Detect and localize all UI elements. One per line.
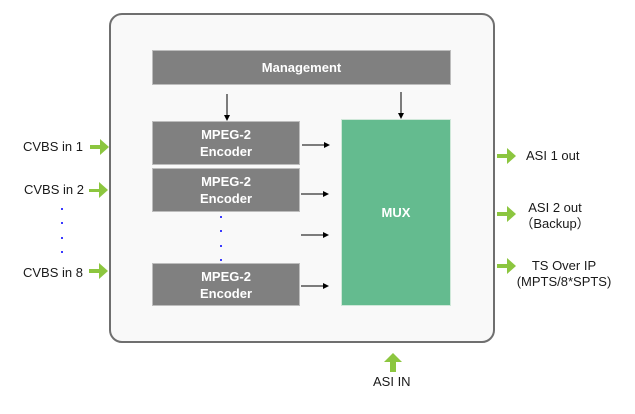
output-label-asi-1: ASI 1 out <box>526 148 579 164</box>
bottom-input-label-asi-in: ASI IN <box>373 374 411 389</box>
output-label-line2: （Backup） <box>520 216 590 231</box>
output-label-line2: (MPTS/8*SPTS) <box>516 274 612 289</box>
encoder-block-1: MPEG-2 Encoder <box>153 122 299 164</box>
ellipsis-dot <box>220 216 222 218</box>
management-label: Management <box>261 60 342 75</box>
output-label-line1: ASI 1 out <box>526 148 580 163</box>
output-label-line1: TS Over IP <box>531 258 597 273</box>
ellipsis-dot <box>61 222 63 224</box>
green-arrow-output-ts-ip <box>497 258 516 274</box>
encoder-block-8: MPEG-2 Encoder <box>153 264 299 305</box>
output-label-asi-2: ASI 2 out （Backup） <box>510 200 600 232</box>
green-arrow-output-asi-1 <box>497 148 516 164</box>
ellipsis-dot <box>61 237 63 239</box>
encoder-block-2: MPEG-2 Encoder <box>153 169 299 211</box>
green-arrow-output-asi-2 <box>497 206 516 222</box>
input-label-cvbs-8: CVBS in 8 <box>23 265 83 280</box>
output-label-ts-over-ip: TS Over IP (MPTS/8*SPTS) <box>508 258 620 290</box>
green-arrow-input-8 <box>89 263 108 279</box>
management-block: Management <box>153 51 450 84</box>
green-arrow-input-1 <box>90 139 109 155</box>
encoder-label-line2: Encoder <box>199 285 252 301</box>
green-arrow-asi-in <box>384 353 402 372</box>
green-arrow-input-2 <box>89 182 108 198</box>
encoder-label-line2: Encoder <box>199 144 252 159</box>
input-label-cvbs-1: CVBS in 1 <box>23 139 83 154</box>
encoder-label-line1: MPEG-2 <box>201 127 251 142</box>
encoder-label-line1: MPEG-2 <box>201 174 251 189</box>
output-label-line1: ASI 2 out <box>528 200 582 215</box>
mux-block: MUX <box>342 120 450 305</box>
ellipsis-dot <box>220 259 222 261</box>
mux-label: MUX <box>381 205 411 220</box>
encoder-label-line1: MPEG-2 <box>201 268 251 284</box>
ellipsis-dot <box>61 251 63 253</box>
encoder-label-line2: Encoder <box>199 191 252 206</box>
ellipsis-dot <box>61 208 63 210</box>
input-label-cvbs-2: CVBS in 2 <box>24 182 84 197</box>
ellipsis-dot <box>220 230 222 232</box>
ellipsis-dot <box>220 245 222 247</box>
